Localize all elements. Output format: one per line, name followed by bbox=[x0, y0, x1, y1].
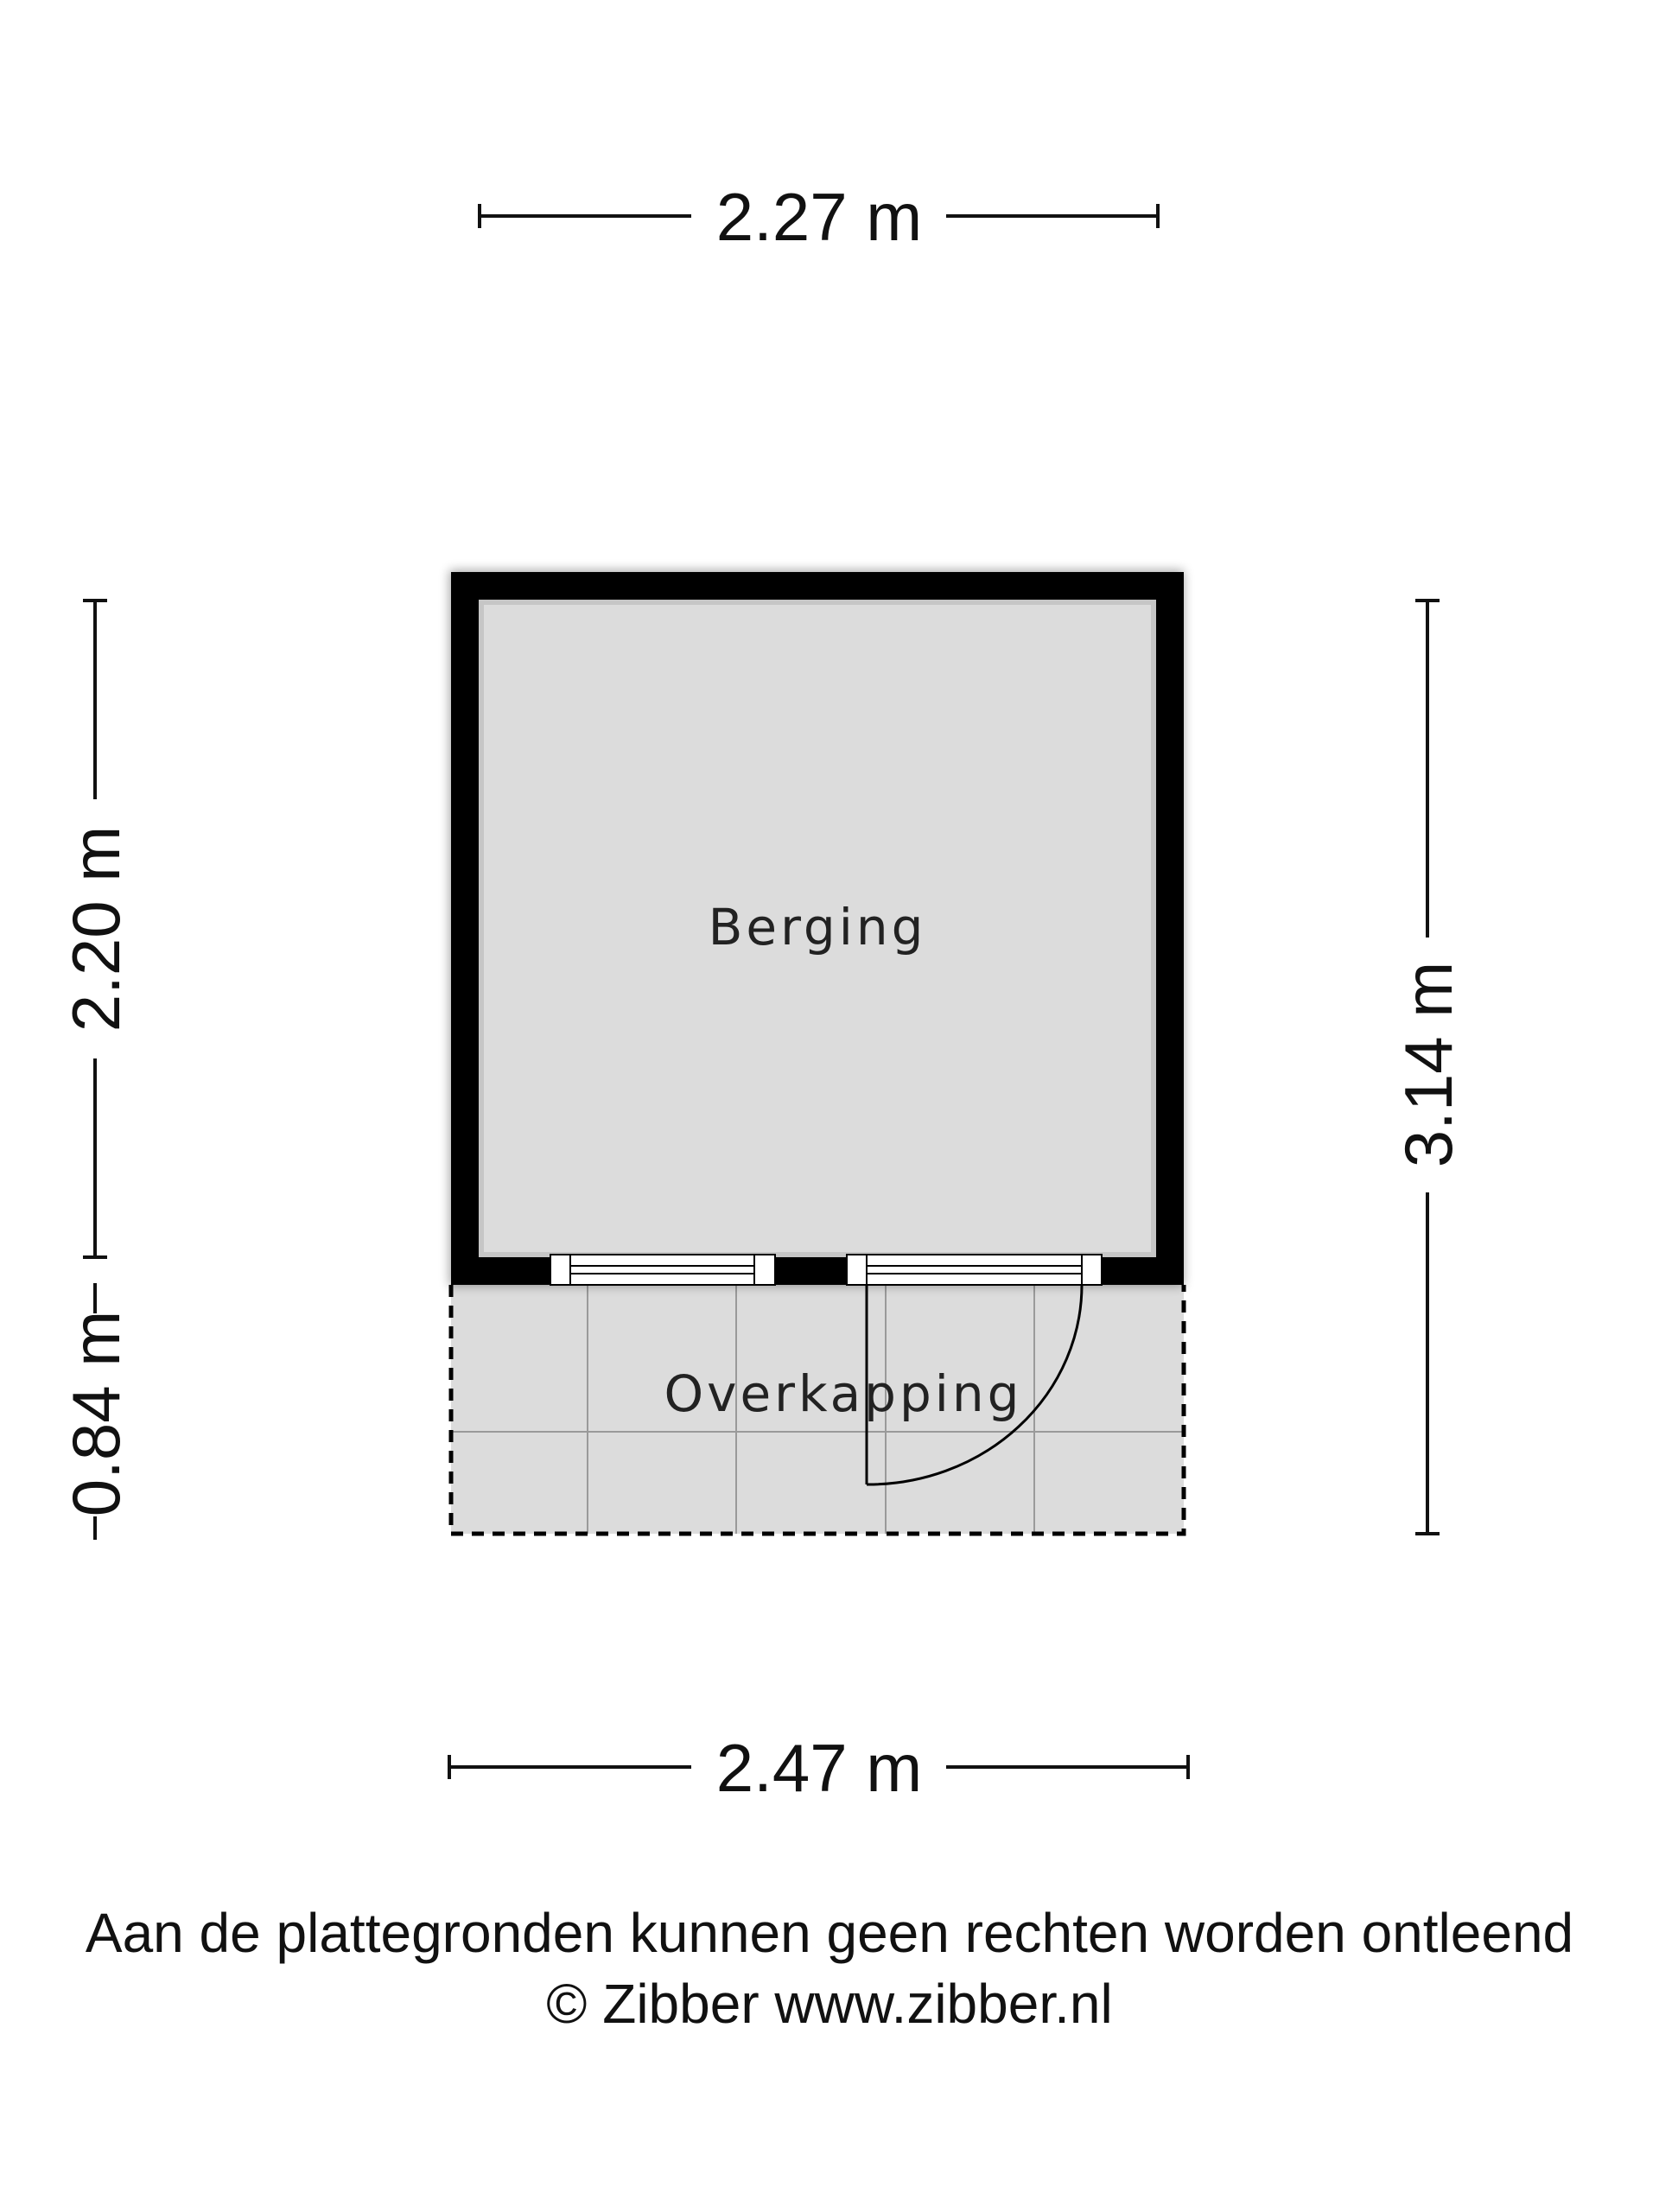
right-total-label: 3.14 m bbox=[1390, 962, 1466, 1167]
door-swing bbox=[865, 1284, 1084, 1486]
left-dimension: 2.20 m 0.84 m bbox=[58, 599, 134, 1540]
top-dimension: 2.27 m bbox=[478, 179, 1160, 255]
room-label-berging: Berging bbox=[709, 898, 927, 957]
left-lower-label: 0.84 m bbox=[58, 1311, 134, 1516]
door-opening bbox=[846, 1254, 1103, 1286]
overkapping-area bbox=[448, 1285, 1186, 1536]
room-label-overkapping: Overkapping bbox=[664, 1364, 1023, 1423]
right-dimension: 3.14 m bbox=[1390, 599, 1466, 1535]
disclaimer-text: Aan de plattegronden kunnen geen rechten… bbox=[85, 1902, 1574, 1964]
window-left bbox=[550, 1254, 776, 1286]
left-upper-label: 2.20 m bbox=[58, 826, 134, 1032]
bottom-width-label: 2.47 m bbox=[716, 1730, 922, 1806]
top-width-label: 2.27 m bbox=[716, 179, 922, 255]
berging-room bbox=[449, 570, 1184, 1286]
bottom-dimension: 2.47 m bbox=[448, 1730, 1190, 1806]
copyright-text: © Zibber www.zibber.nl bbox=[546, 1973, 1113, 2035]
